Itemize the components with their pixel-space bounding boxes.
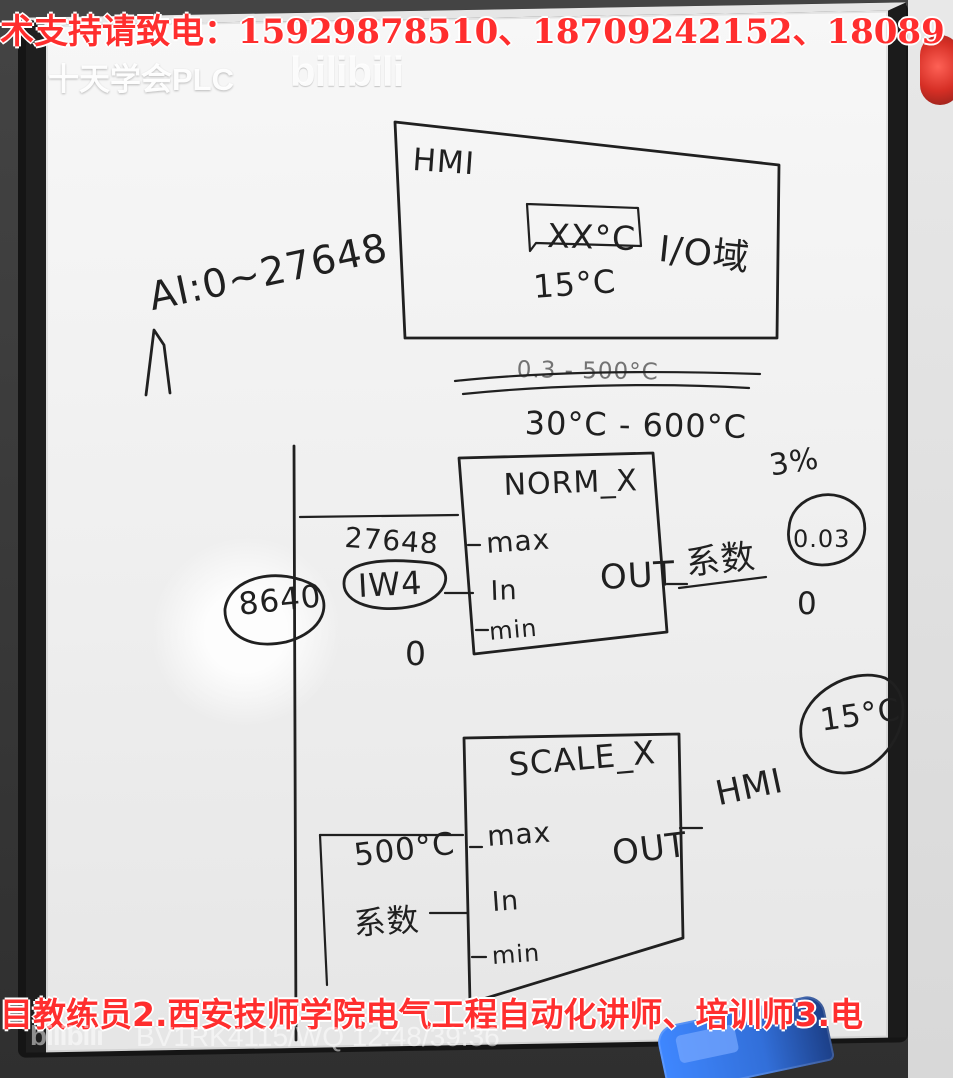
- sample-value-circle: [223, 574, 326, 646]
- scale-min-pin: min: [491, 938, 542, 970]
- iw4-circle: [342, 559, 448, 610]
- scale-frame: [462, 732, 685, 1005]
- norm-title: NORM_X: [503, 463, 639, 503]
- io-label: I/O域: [656, 228, 752, 280]
- norm-result: 0.03: [793, 525, 851, 553]
- hmi-title: HMI: [411, 142, 477, 183]
- scale-line-top: [453, 370, 762, 383]
- video-info: BV1RK4115/WQ 12:48/39:36: [136, 1021, 500, 1052]
- scale-bottom-stroke: [318, 833, 329, 987]
- norm-in-pin: In: [490, 575, 519, 607]
- norm-zero: 0: [405, 634, 427, 673]
- norm-max-pin: max: [485, 522, 552, 560]
- hmi-display-value: XX°C: [546, 216, 637, 259]
- norm-left-wire: [298, 513, 460, 519]
- course-title: 十天学会PLC: [48, 62, 234, 97]
- target-temp-circle: [799, 673, 905, 775]
- scale-max-pin: max: [486, 815, 553, 853]
- top-banner: 术支持请致电：15929878510、18709242152、18089: [0, 12, 945, 52]
- scale-in-pin: In: [491, 885, 521, 918]
- top-logo: bilibili: [290, 48, 404, 95]
- norm-in-value: IW4: [357, 563, 424, 605]
- norm-out-underline: [677, 575, 768, 590]
- scale-crossed: 0.3 - 500°C: [516, 357, 659, 386]
- norm-out-pin: OUT: [599, 554, 677, 598]
- norm-out-text: 系数: [683, 536, 758, 584]
- background-wall: [908, 0, 953, 1078]
- scale-range: 30°C - 600°C: [524, 404, 748, 446]
- left-rail: [292, 444, 298, 1042]
- scale-line-strike: [461, 384, 751, 396]
- ai-bracket: [144, 328, 172, 397]
- norm-min-pin: min: [488, 613, 539, 646]
- norm-result-zero: 0: [797, 586, 818, 622]
- result-circle: [787, 493, 867, 567]
- hmi-inner-display: [525, 202, 643, 253]
- bottom-logo: bilibili: [30, 1020, 104, 1051]
- bottom-banner: 目教练员2.西安技师学院电气工程自动化讲师、培训师3.电: [0, 995, 863, 1034]
- hmi-display-temp: 15°C: [532, 262, 618, 306]
- hmi-frame: [393, 120, 781, 340]
- red-ornament: [920, 35, 953, 105]
- scale-in-value: 系数: [352, 900, 421, 943]
- norm-max-input: 27648: [343, 521, 440, 561]
- norm-frame: [457, 451, 669, 656]
